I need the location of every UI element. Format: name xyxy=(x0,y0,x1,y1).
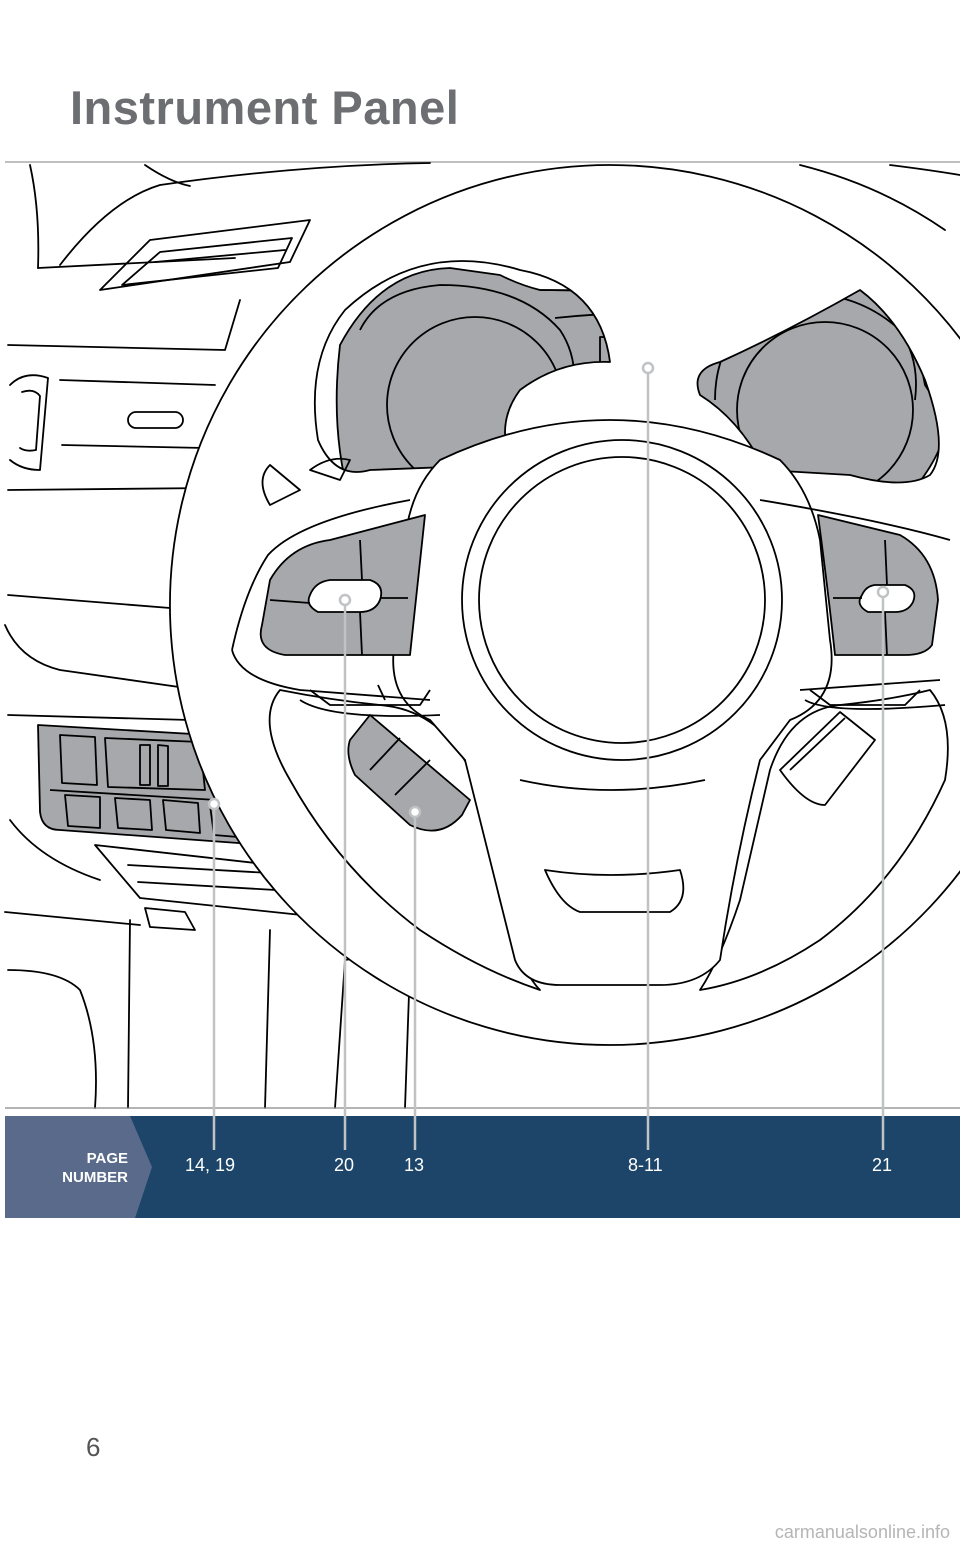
ref-label-lower-switch: 13 xyxy=(404,1155,425,1175)
steering-wheel xyxy=(169,164,960,1046)
page-label-tab xyxy=(5,1116,152,1218)
ref-label-right-switch: 21 xyxy=(872,1155,893,1175)
leader-dots xyxy=(207,361,890,819)
ref-label-switch-panel: 14, 19 xyxy=(185,1155,236,1175)
leader-dot-lower-switch xyxy=(408,805,422,819)
lower-switch xyxy=(347,714,471,832)
ref-label-left-switch: 20 xyxy=(334,1155,355,1175)
page-number: 6 xyxy=(86,1432,101,1462)
right-steering-switch xyxy=(817,514,939,656)
page-number-bar xyxy=(5,1116,960,1218)
leader-dot-meter xyxy=(641,361,655,375)
page-label-line1: PAGE xyxy=(86,1150,128,1167)
leader-dot-right-switch xyxy=(876,585,890,599)
page-label-line2: NUMBER xyxy=(62,1169,128,1186)
leader-lines xyxy=(212,368,885,1150)
dashboard-outline xyxy=(4,162,960,1109)
page-title: Instrument Panel xyxy=(70,81,460,134)
ref-label-meter: 8-11 xyxy=(628,1155,663,1175)
watermark: carmanualsonline.info xyxy=(774,1522,950,1542)
leader-dot-left-switch xyxy=(338,593,352,607)
lower-right-paddle xyxy=(779,711,876,806)
leader-dot-switch-panel xyxy=(207,797,221,811)
